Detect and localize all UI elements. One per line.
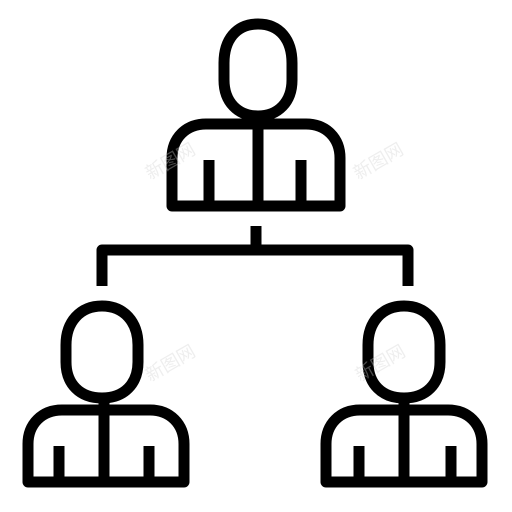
person-top-body <box>166 118 346 212</box>
hierarchy-connector <box>96 226 414 286</box>
watermark-text: 新图网 <box>142 341 199 386</box>
watermark-text: 新图网 <box>350 139 407 184</box>
person-bottom-left-body <box>22 404 190 488</box>
watermark-text: 新图网 <box>352 341 409 386</box>
person-top-icon <box>166 18 346 212</box>
person-top-head <box>218 18 298 122</box>
person-bottom-right-head <box>362 300 446 404</box>
person-bottom-right-icon <box>320 300 488 488</box>
person-bottom-right-body <box>320 404 488 488</box>
person-bottom-left-head <box>60 300 144 404</box>
connector-bar <box>96 244 414 286</box>
person-bottom-left-icon <box>22 300 190 488</box>
